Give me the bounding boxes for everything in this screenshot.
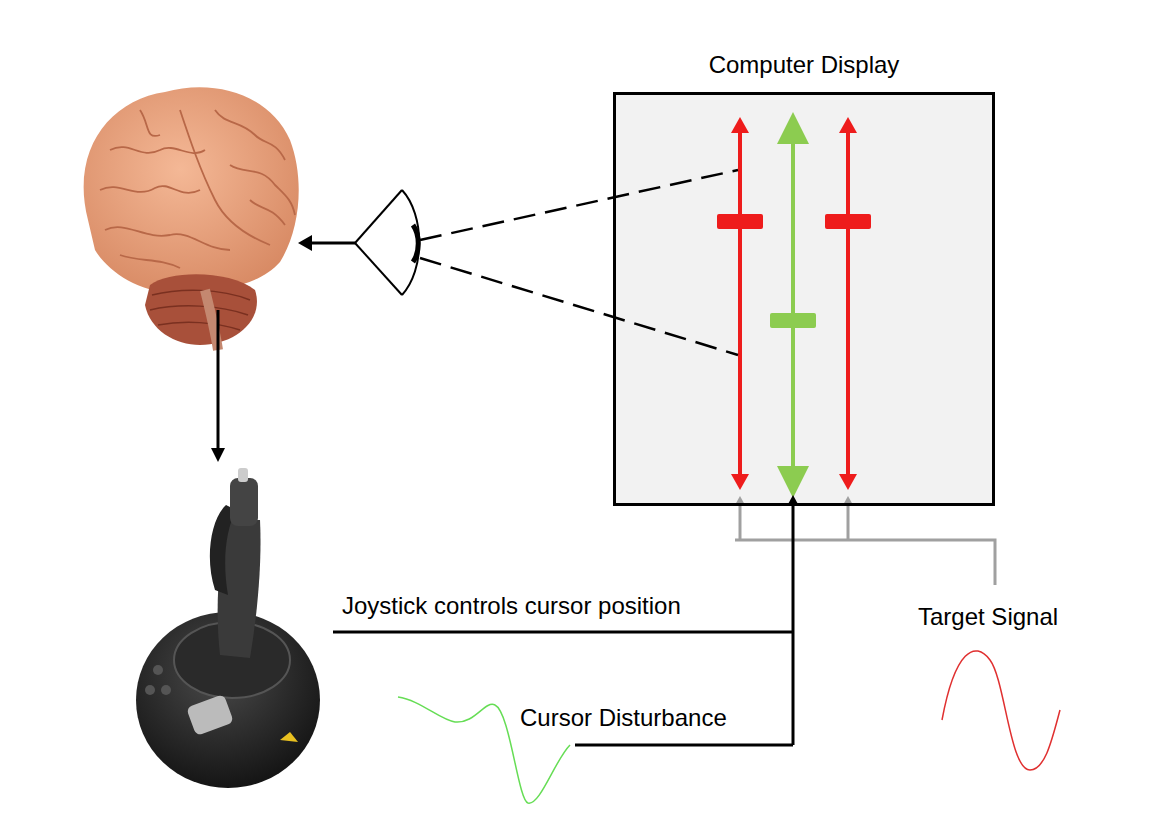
display-title: Computer Display [596,51,1012,79]
eye-symbol [355,190,419,295]
brain-illustration [84,87,299,350]
signal-label: Target Signal [916,603,1060,631]
display-box: Computer Display [613,92,995,506]
target-wiring [735,505,995,585]
brain-arrow [217,310,220,448]
joystick-illustration [136,468,320,788]
target-wave [942,651,1060,770]
sight-lines [420,170,738,355]
display-fill [614,93,994,504]
signal-label: Joystick controls cursor position [340,592,683,620]
eye-arrow [310,242,355,245]
signal-label: Cursor Disturbance [518,704,729,732]
slider-arrows [717,117,871,490]
cursor-wiring [333,506,793,745]
